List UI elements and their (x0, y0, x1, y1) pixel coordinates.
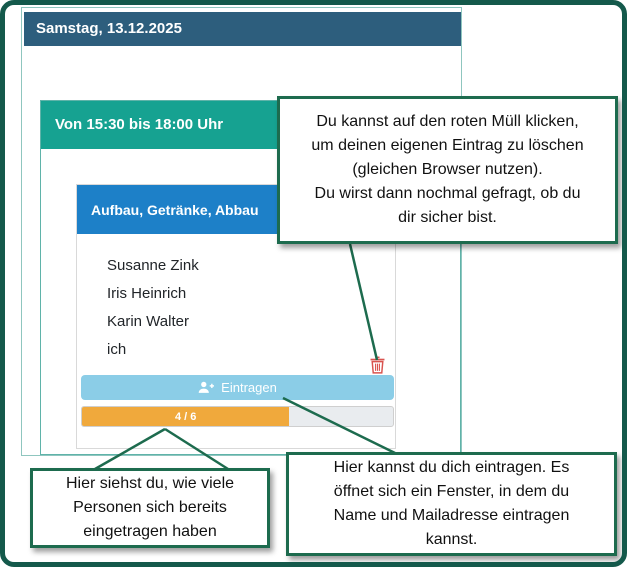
callout-trash-note: Du kannst auf den roten Müll klicken, um… (277, 96, 618, 244)
participant-name: Susanne Zink (107, 257, 199, 274)
progress-label: 4 / 6 (175, 410, 197, 423)
date-header: Samstag, 13.12.2025 (24, 12, 461, 46)
progress-fill: 4 / 6 (82, 407, 290, 426)
participant-name: ich (107, 341, 127, 358)
signup-button-label: Eintragen (221, 380, 277, 395)
signup-button[interactable]: Eintragen (81, 375, 394, 400)
participant-name: Karin Walter (107, 313, 189, 330)
progress-bar: 4 / 6 (81, 406, 394, 427)
participant-name: Iris Heinrich (107, 285, 187, 302)
callout-signup-note: Hier kannst du dich eintragen. Es öffnet… (286, 452, 617, 556)
trash-icon[interactable] (369, 356, 386, 374)
participant-list: Susanne Zink Iris Heinrich Karin Walter … (107, 252, 385, 364)
person-plus-icon (198, 381, 215, 394)
callout-progress-note: Hier siehst du, wie viele Personen sich … (30, 468, 270, 548)
